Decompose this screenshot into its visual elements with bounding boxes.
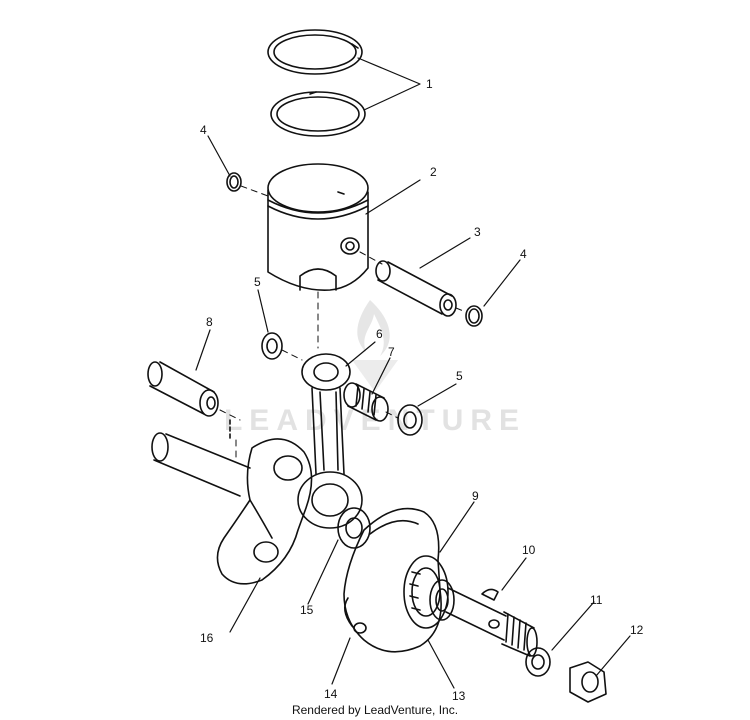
crank-half-left xyxy=(151,419,313,585)
callout-piston-rings: 1 xyxy=(426,77,433,91)
callout-circlip-right: 4 xyxy=(520,247,527,261)
watermark: LEADVENTURE xyxy=(224,300,519,437)
assembly-lines xyxy=(219,185,467,463)
callout-needle-bearing: 7 xyxy=(388,345,395,359)
piston-rings xyxy=(267,29,366,137)
woodruff-key xyxy=(481,588,499,601)
washer-left xyxy=(261,332,283,360)
callout-piston: 2 xyxy=(430,165,437,179)
callout-connecting-rod: 6 xyxy=(376,327,383,341)
oil-seal xyxy=(429,579,455,621)
crank-pin xyxy=(147,361,219,417)
callout-rod-washer: 15 xyxy=(300,603,314,617)
callout-main-bearing: 9 xyxy=(472,489,479,503)
output-shaft xyxy=(445,587,538,657)
needle-bearing xyxy=(343,382,389,422)
footer-credit: Rendered by LeadVenture, Inc. xyxy=(291,703,459,717)
callout-oil-seal: 13 xyxy=(452,689,466,703)
callout-labels: 1 2 3 4 4 5 5 6 7 8 9 10 11 12 13 14 15 … xyxy=(200,77,644,703)
callout-washer-right: 5 xyxy=(456,369,463,383)
lock-washer xyxy=(525,647,551,677)
callout-nut: 12 xyxy=(630,623,644,637)
washer-right xyxy=(397,404,423,436)
piston xyxy=(267,163,369,291)
crank-half-right xyxy=(343,507,442,653)
leader-lines xyxy=(195,57,631,689)
flame-logo-icon xyxy=(352,300,398,392)
callout-woodruff-key: 10 xyxy=(522,543,536,557)
callout-circlip-left: 4 xyxy=(200,123,207,137)
callout-crank-pin: 8 xyxy=(206,315,213,329)
piston-pin xyxy=(375,260,457,317)
callout-crank-half-left: 16 xyxy=(200,631,214,645)
callout-crank-half-right: 14 xyxy=(324,687,338,701)
callout-lock-washer: 11 xyxy=(590,593,603,607)
nut xyxy=(569,661,607,703)
rod-washer xyxy=(337,507,371,549)
callout-washer-left: 5 xyxy=(254,275,261,289)
circlip-left xyxy=(226,172,242,192)
callout-piston-pin: 3 xyxy=(474,225,481,239)
main-bearing xyxy=(403,555,449,629)
circlip-right xyxy=(465,305,483,327)
connecting-rod xyxy=(297,353,363,529)
